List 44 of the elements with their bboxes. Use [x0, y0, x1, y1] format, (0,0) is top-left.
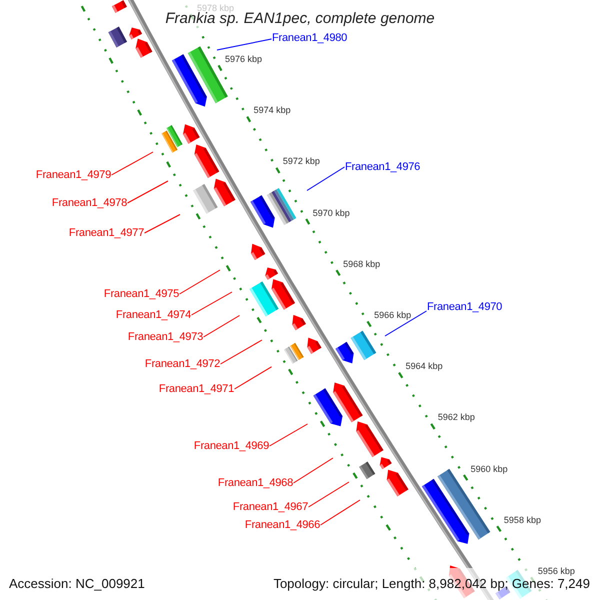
scale-label: 5958 kbp: [504, 514, 541, 525]
scale-label: 5960 kbp: [470, 464, 508, 474]
scale-label: 5966 kbp: [374, 310, 412, 320]
scale-label: 5970 kbp: [312, 208, 350, 218]
scale-label: 5976 kbp: [225, 54, 262, 64]
gene-label: Franean1_4975: [104, 288, 179, 300]
leader-line: [234, 366, 272, 390]
leader-line: [320, 500, 360, 526]
gene-label: Franean1_4974: [116, 308, 191, 322]
gene-label: Franean1_4972: [144, 358, 220, 370]
scale-label: 5974 kbp: [254, 105, 291, 116]
gene-label: Franean1_4967: [232, 500, 308, 514]
leader-line: [216, 38, 272, 50]
accession-label: Accession: NC_009921: [9, 577, 145, 590]
gene-label: Franean1_4980: [272, 32, 348, 44]
leader-line: [144, 214, 180, 234]
leader-line: [384, 310, 427, 336]
gene-label: Franean1_4970: [427, 300, 502, 314]
scale-label: 5962 kbp: [438, 412, 475, 422]
leader-line: [293, 458, 334, 484]
gene-label: Franean1_4978: [52, 196, 127, 210]
gene-label: Franean1_4969: [194, 440, 269, 452]
leader-line: [127, 180, 168, 204]
leader-line: [191, 292, 232, 316]
gene-label: Franean1_4973: [128, 330, 203, 344]
gene-label: Franean1_4977: [68, 226, 144, 240]
gene-label: Franean1_4976: [345, 160, 420, 174]
leader-line: [308, 482, 350, 508]
gene-label: Franean1_4966: [244, 518, 320, 532]
scale-label: 5978 kbp: [196, 2, 234, 13]
gene-label: Franean1_4968: [218, 476, 293, 490]
gene-label: Franean1_4971: [158, 382, 234, 396]
leader-line: [203, 315, 240, 338]
leader-line: [269, 424, 308, 446]
scale-label: 5972 kbp: [282, 156, 320, 166]
gene-label: Franean1_4979: [36, 168, 111, 182]
leader-line: [220, 340, 262, 364]
scale-label: 5968 kbp: [343, 258, 380, 269]
leader-line: [179, 270, 220, 294]
scale-label: 5956 kbp: [538, 566, 575, 576]
leader-line: [111, 152, 154, 176]
scale-label: 5964 kbp: [406, 361, 443, 372]
leader-line: [306, 166, 345, 191]
genome-summary: Topology: circular; Length: 8,982,042 bp; Genes: 7,249: [273, 577, 590, 590]
